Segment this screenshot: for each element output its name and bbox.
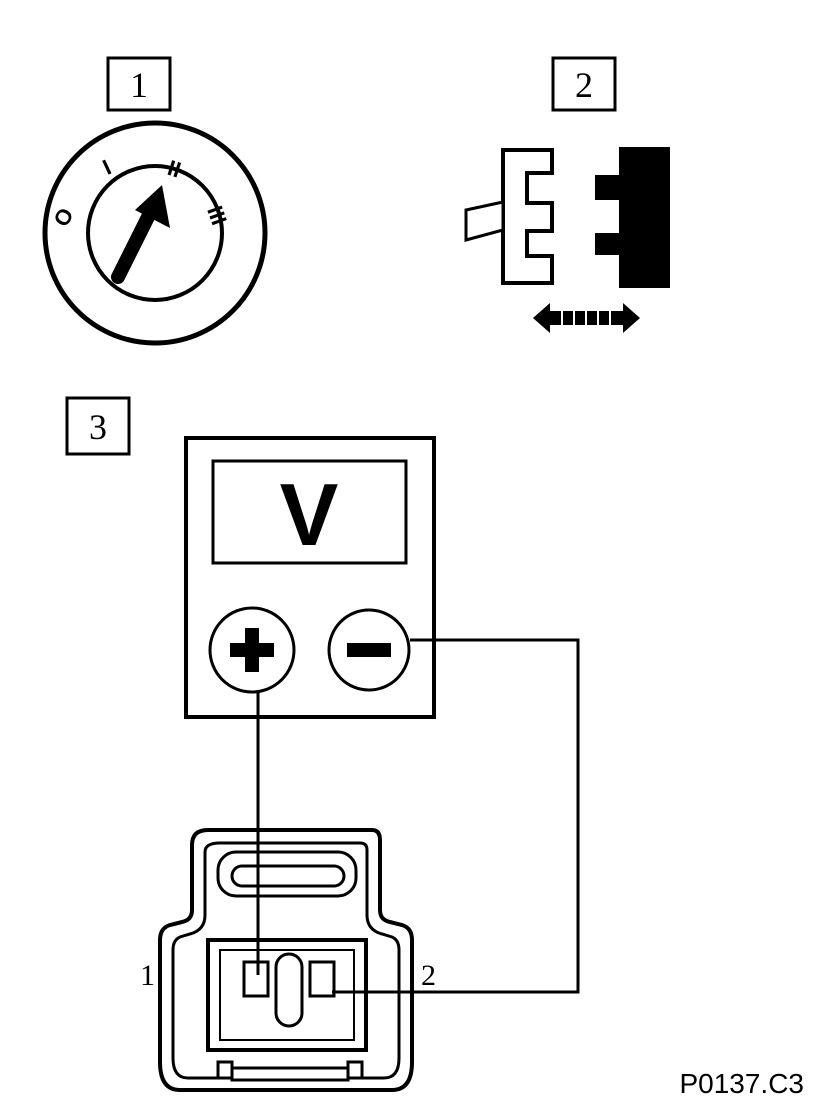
ignition-switch-icon: O I II III: [42, 120, 268, 346]
pin-2: [308, 960, 336, 998]
pin-1-label: 1: [140, 959, 155, 992]
sensor-connector: [158, 828, 414, 1092]
voltmeter-display: [211, 459, 408, 565]
double-arrow-icon: [533, 303, 640, 333]
negative-lead-wire: [332, 638, 580, 994]
key-arrow-icon: [135, 185, 170, 228]
pin-2-label: 2: [421, 959, 436, 992]
positive-terminal: [208, 606, 296, 694]
svg-text:3: 3: [89, 407, 107, 447]
voltmeter-unit-label: V: [280, 465, 339, 564]
step-3-label: 3: [65, 396, 131, 456]
svg-text:2: 2: [575, 65, 593, 105]
figure-code: P0137.C3: [679, 1068, 804, 1099]
step-1-label: 1: [106, 56, 172, 112]
svg-text:1: 1: [130, 65, 148, 105]
connector-disconnect-icon: [464, 147, 670, 333]
voltmeter: V: [184, 436, 436, 719]
step-2-label: 2: [551, 56, 617, 112]
negative-terminal: [327, 608, 411, 692]
pin-1: [242, 960, 270, 998]
